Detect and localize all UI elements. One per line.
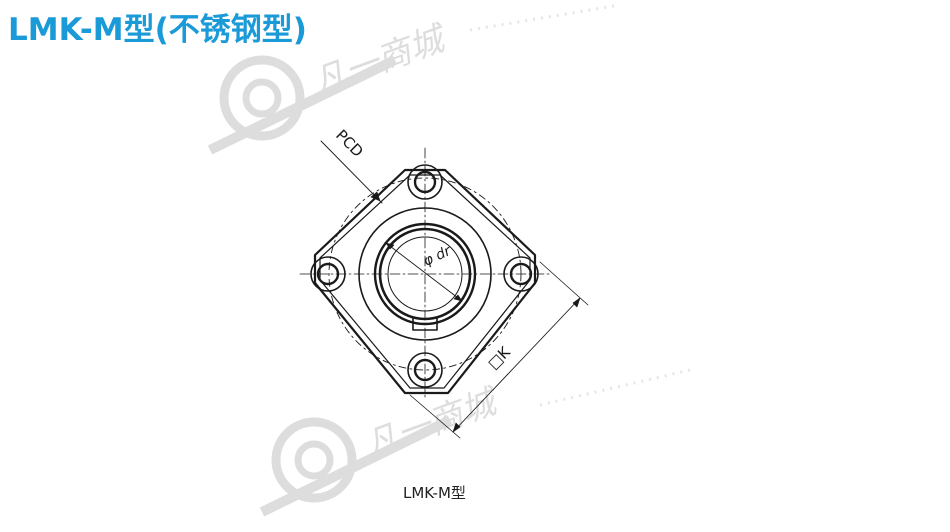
figure-caption: LMK-M型	[403, 484, 466, 502]
pcd-leader-line	[320, 140, 383, 204]
page-title: LMK-M型(不锈钢型)	[8, 12, 307, 48]
square-k-label: □K	[484, 342, 515, 373]
k-dimension-line	[452, 297, 581, 433]
bore-dimension-line	[385, 242, 463, 302]
flange-outline-inner	[319, 174, 531, 389]
k-extension-line-top	[539, 261, 589, 306]
pcd-label: PCD	[332, 126, 367, 161]
k-extension-line-bottom	[409, 394, 461, 439]
flange-outline-outer	[313, 168, 537, 395]
